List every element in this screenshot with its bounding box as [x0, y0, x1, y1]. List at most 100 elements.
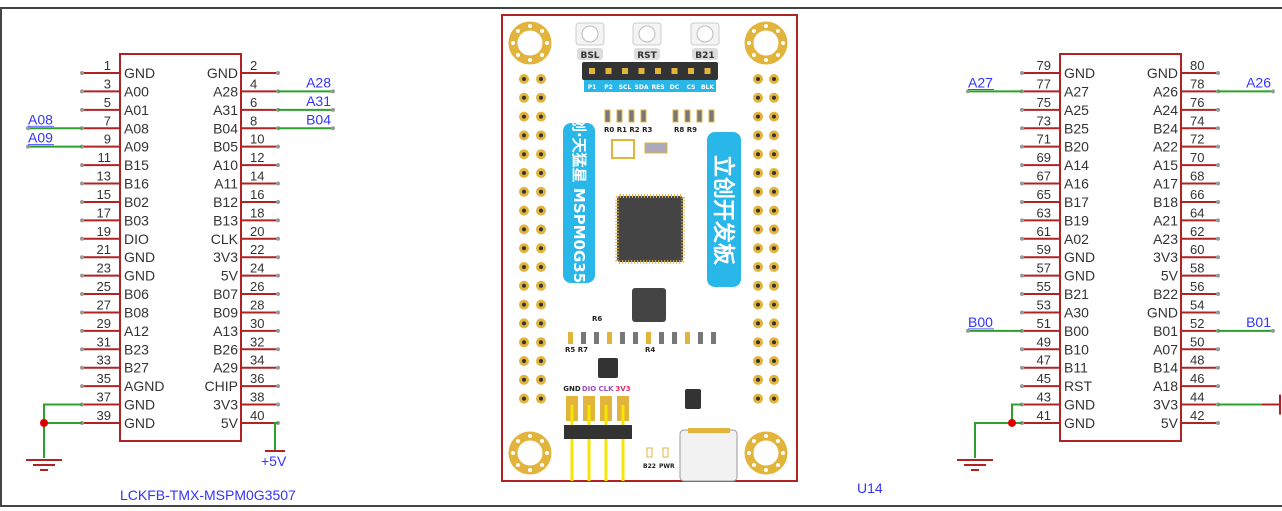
pin-name: A28	[213, 83, 238, 99]
pin-name: A29	[213, 360, 238, 376]
mounting-hole-via	[545, 451, 549, 455]
pin-end-dot	[1216, 144, 1220, 149]
lcd-header	[582, 62, 718, 80]
pin-number: 28	[250, 297, 264, 312]
pin-number: 80	[1190, 58, 1204, 73]
wire-end-dot	[331, 89, 335, 94]
pin-name: 3V3	[213, 249, 238, 265]
header-body	[1059, 53, 1182, 442]
pin-end-dot	[276, 347, 280, 352]
header-pin-pad	[638, 68, 645, 74]
pin-number: 39	[97, 408, 111, 423]
pin-name: A14	[1064, 157, 1089, 173]
pin-name: A02	[1064, 231, 1089, 247]
pin-name: B04	[213, 120, 238, 136]
pin-end-dot	[276, 144, 280, 149]
pin-name: GND	[124, 415, 155, 431]
pin-number: 14	[250, 169, 264, 184]
button-cap	[581, 25, 599, 43]
pin-number: 47	[1037, 353, 1051, 368]
pin-end-dot	[80, 199, 84, 204]
header-pad-hole	[756, 189, 760, 194]
pin-number: 71	[1037, 132, 1051, 147]
pin-number: 18	[250, 205, 264, 220]
button-cap	[696, 25, 714, 43]
left-banner	[563, 123, 595, 283]
pin-name: GND	[1147, 65, 1178, 81]
mounting-hole-via	[511, 41, 515, 45]
header-pad-hole	[539, 396, 543, 401]
pin-name: GND	[1064, 249, 1095, 265]
header-pad-hole	[522, 95, 526, 100]
net-label: B00	[968, 314, 993, 330]
pin-end-dot	[1216, 181, 1220, 186]
pin-end-dot	[1216, 126, 1220, 131]
mcu-chip	[615, 194, 685, 264]
pin-end-dot	[1216, 347, 1220, 352]
header-pad-hole	[756, 171, 760, 175]
button-label-bg	[634, 48, 660, 60]
right-header-designator: U14	[857, 480, 883, 496]
pin-number: 56	[1190, 279, 1204, 294]
pin-number: 7	[104, 113, 111, 128]
pin-end-dot	[80, 71, 84, 75]
header-pad-hole	[756, 265, 760, 269]
resistor	[640, 109, 647, 123]
pin-name: CLK	[211, 231, 239, 247]
mounting-hole-via	[747, 451, 751, 455]
mounting-hole-via	[764, 468, 768, 472]
resistor	[581, 332, 586, 344]
swd-label: CLK	[598, 385, 614, 393]
pin-number: 45	[1037, 371, 1051, 386]
wire-end-dot	[26, 144, 30, 149]
mounting-hole-via	[528, 434, 532, 438]
header-pin-pad	[655, 68, 661, 74]
button-label: RST	[637, 51, 657, 61]
header-pad-hole	[522, 208, 526, 213]
resistor	[616, 109, 623, 123]
pin-number: 10	[250, 132, 264, 147]
pin-number: 78	[1190, 76, 1204, 91]
pin-number: 62	[1190, 224, 1204, 239]
mounting-hole-via	[511, 451, 515, 455]
pin-name: GND	[1147, 304, 1178, 320]
pin-name: A27	[1064, 83, 1089, 99]
pin-number: 70	[1190, 150, 1204, 165]
resistor	[672, 332, 677, 344]
net-label: A26	[1246, 74, 1271, 90]
pin-name: A10	[213, 157, 238, 173]
pin-end-dot	[1020, 71, 1024, 75]
pin-name: A25	[1064, 102, 1089, 118]
pin-end-dot	[1216, 292, 1220, 297]
header-pad-hole	[539, 189, 543, 194]
mounting-hole-via	[751, 53, 756, 58]
pin-name: 3V3	[1153, 249, 1178, 265]
pin-end-dot	[276, 365, 280, 370]
pin-name: 5V	[221, 268, 239, 284]
pin-end-dot	[276, 181, 280, 186]
right-banner	[707, 132, 741, 287]
header-pad-hole	[539, 152, 543, 157]
pin-name: B27	[124, 360, 149, 376]
pin-name: B18	[1153, 194, 1178, 210]
pin-end-dot	[1216, 107, 1220, 112]
right-banner-text: 立创开发板	[710, 155, 736, 266]
resistor	[628, 109, 635, 123]
pin-number: 67	[1037, 169, 1051, 184]
mounting-hole-via	[528, 468, 532, 472]
header-pad-hole	[772, 114, 776, 119]
pin-number: 36	[250, 371, 264, 386]
pin-end-dot	[1020, 347, 1024, 352]
pin-number: 50	[1190, 334, 1204, 349]
pin-end-dot	[1020, 218, 1024, 223]
pin-name: B20	[1064, 139, 1089, 155]
header-pad-hole	[522, 377, 526, 382]
resistor-label: R4	[645, 346, 655, 354]
pin-end-dot	[80, 107, 84, 112]
mounting-hole-via	[528, 24, 532, 28]
led	[646, 447, 653, 458]
pin-name: A18	[1153, 378, 1178, 394]
pin-name: A13	[213, 323, 238, 339]
